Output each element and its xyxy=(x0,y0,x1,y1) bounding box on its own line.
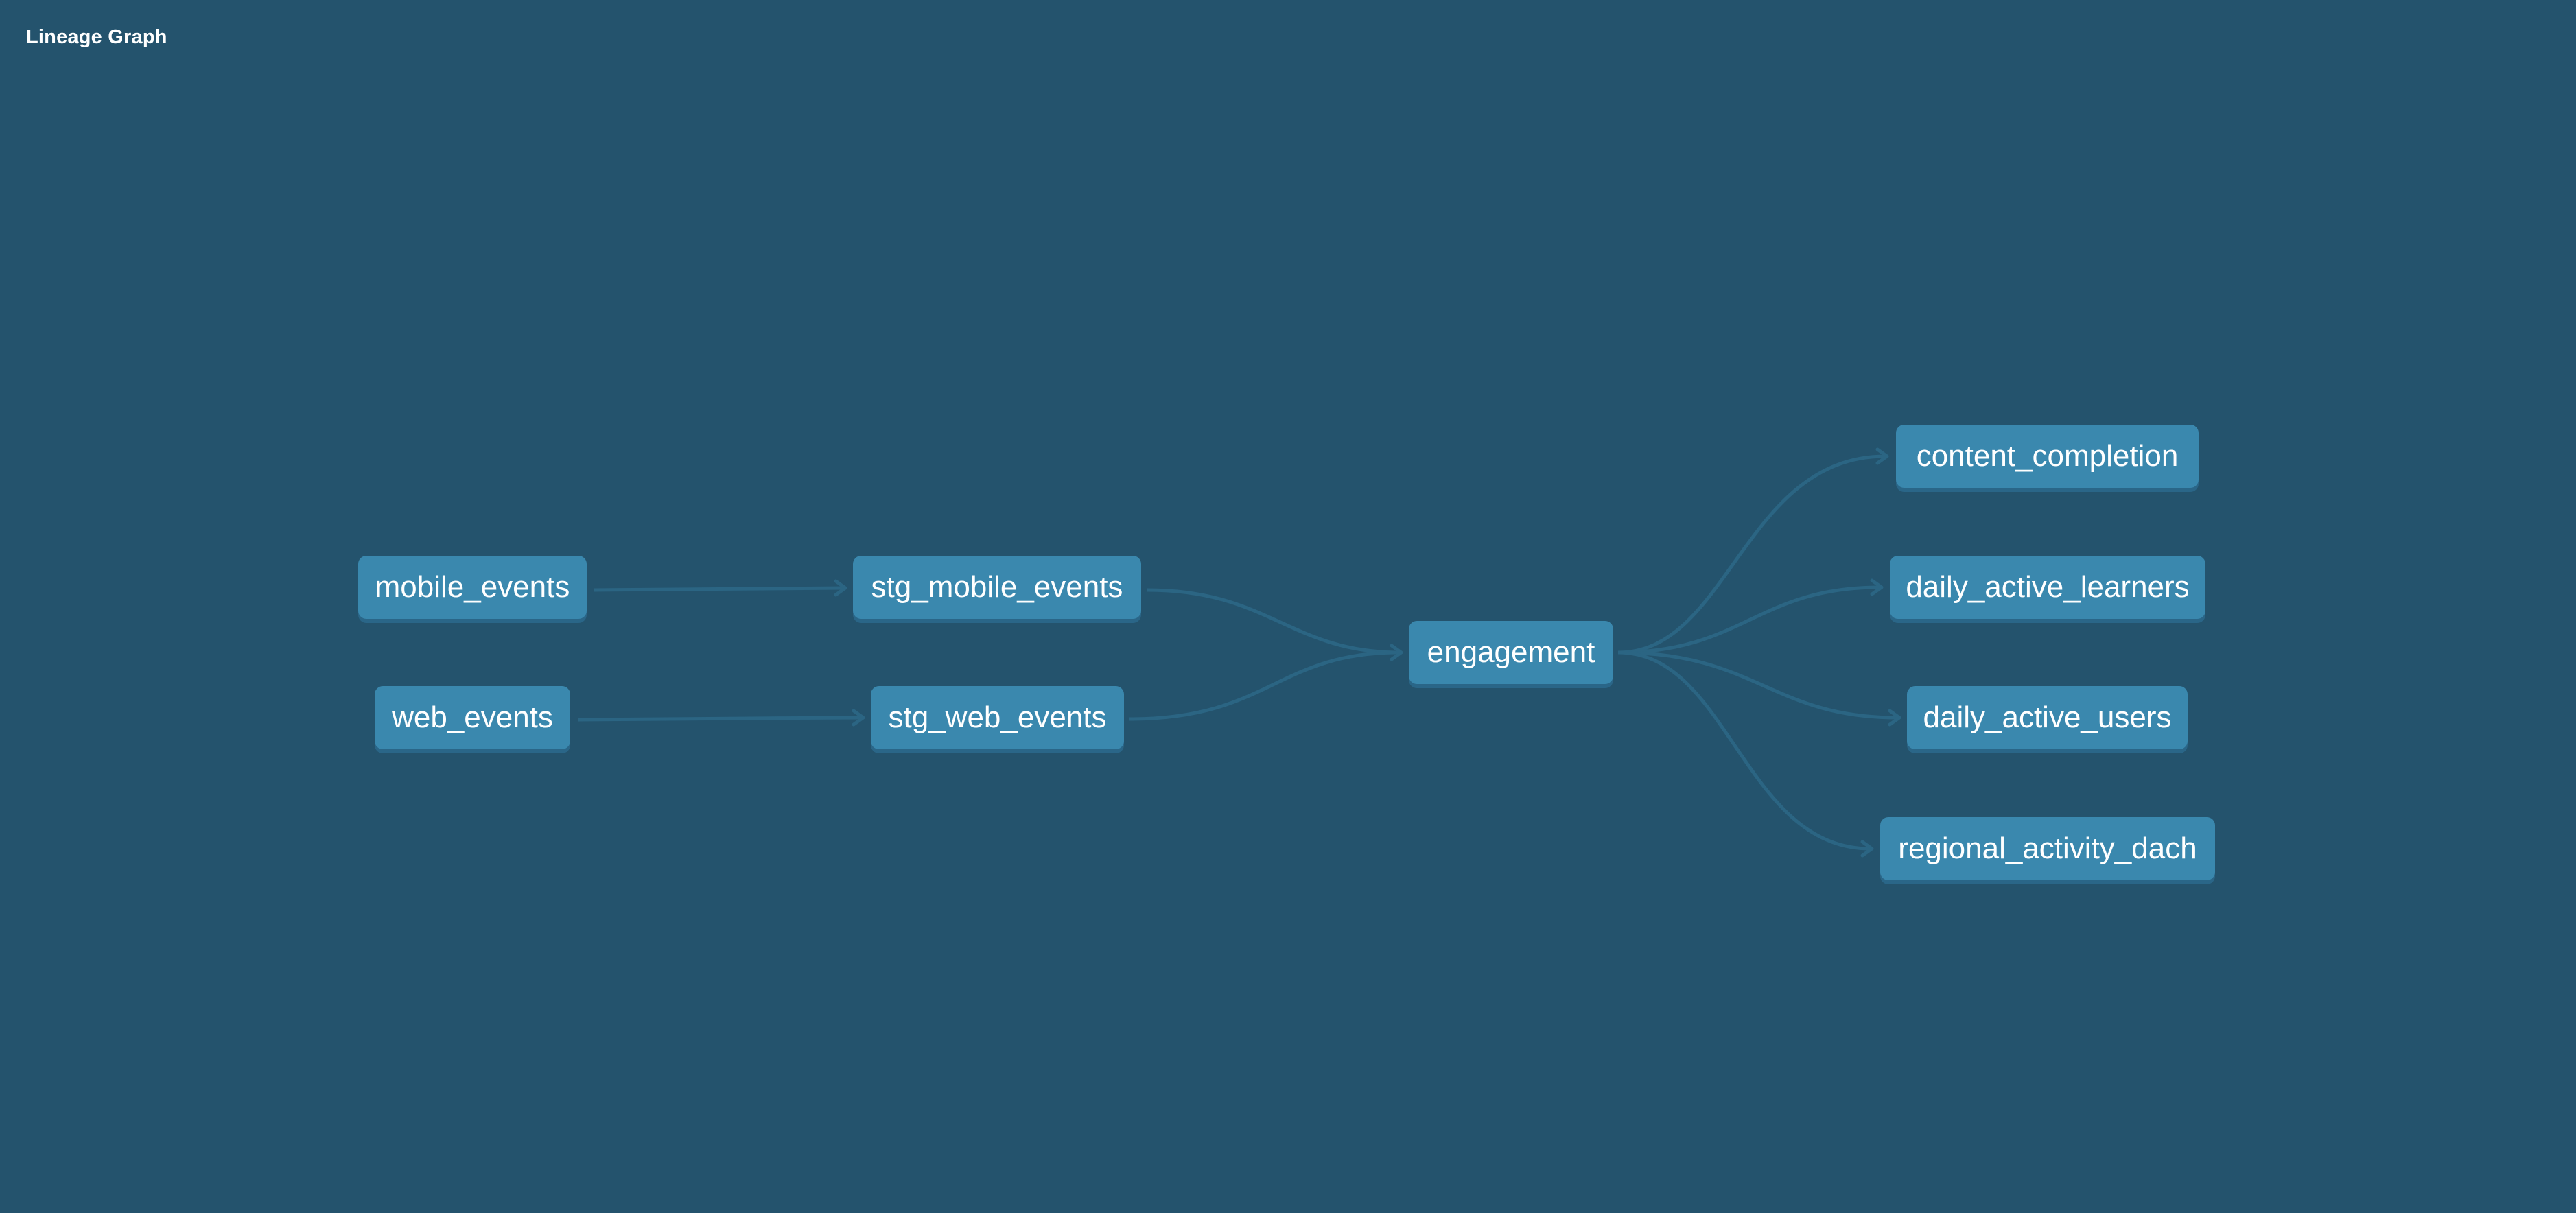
arrowhead-icon xyxy=(1390,644,1403,661)
arrowhead-icon xyxy=(1875,447,1889,465)
edge-stg-mobile-events-to-engagement xyxy=(1147,588,1401,655)
node-daily-active-users[interactable]: daily_active_users xyxy=(1907,686,2188,749)
edge-engagement-to-daily-active-learners xyxy=(1617,585,1881,655)
edge-engagement-to-daily-active-users xyxy=(1617,650,1899,720)
node-engagement[interactable]: engagement xyxy=(1409,621,1613,684)
node-stg-mobile-events[interactable]: stg_mobile_events xyxy=(853,556,1141,619)
edge-stg-web-events-to-engagement xyxy=(1129,650,1401,721)
edge-engagement-to-content-completion xyxy=(1617,454,1886,655)
node-regional-activity-dach[interactable]: regional_activity_dach xyxy=(1880,817,2215,880)
node-daily-active-learners[interactable]: daily_active_learners xyxy=(1890,556,2205,619)
page-title: Lineage Graph xyxy=(26,26,167,48)
arrowhead-icon xyxy=(1870,578,1884,596)
arrowhead-icon xyxy=(1860,840,1874,858)
arrowhead-icon xyxy=(852,709,865,727)
edge-engagement-to-regional-activity-dach xyxy=(1617,650,1871,851)
node-stg-web-events[interactable]: stg_web_events xyxy=(871,686,1124,749)
edge-web-events-to-stg-web-events xyxy=(577,716,863,722)
node-mobile-events[interactable]: mobile_events xyxy=(358,556,587,619)
arrowhead-icon xyxy=(1888,709,1901,727)
node-content-completion[interactable]: content_completion xyxy=(1896,425,2199,488)
edge-mobile-events-to-stg-mobile-events xyxy=(594,586,845,592)
arrowhead-icon xyxy=(834,579,847,597)
node-web-events[interactable]: web_events xyxy=(375,686,570,749)
